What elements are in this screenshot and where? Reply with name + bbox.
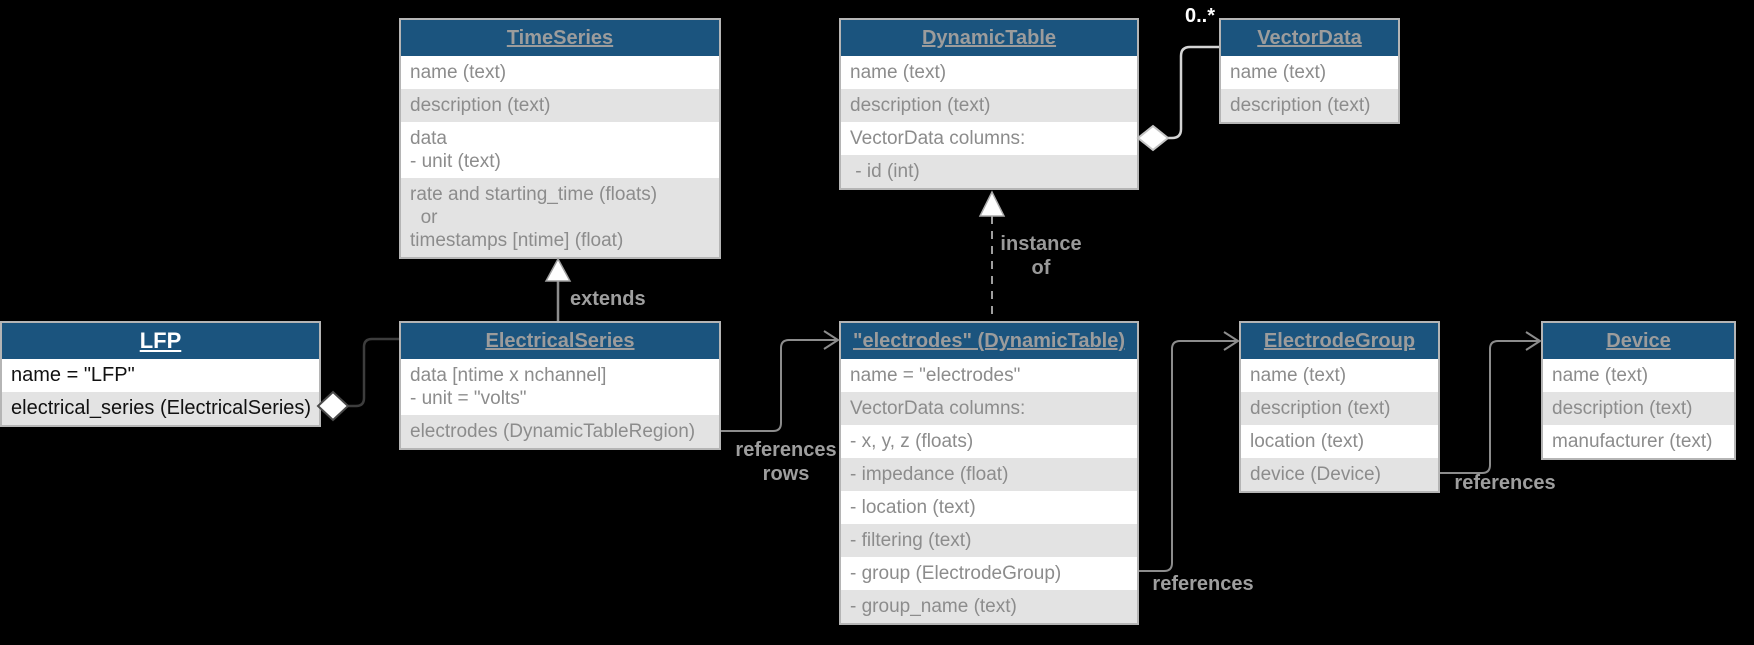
dynamictable-title: DynamicTable [841,20,1137,56]
electrodegroup-attribute-row: device (Device) [1241,458,1438,491]
open-arrow-icon [823,330,840,350]
electrodes-attribute-row: - filtering (text) [841,524,1137,557]
electrodegroup-attribute-row: description (text) [1241,392,1438,425]
electrodegroup-attribute-row: location (text) [1241,425,1438,458]
references-rows-label: references rows [731,438,841,486]
device-attribute-row: manufacturer (text) [1543,425,1734,458]
vectordata-title: VectorData [1221,20,1398,56]
electricalseries-attribute-row: electrodes (DynamicTableRegion) [401,415,719,448]
vectordata-attribute-row: name (text) [1221,56,1398,89]
electricalseries-attribute-row: data [ntime x nchannel] - unit = "volts" [401,359,719,415]
electrodes-attribute-row: VectorData columns: [841,392,1137,425]
references-rows-label-line2: rows [762,463,810,485]
instance-box-electrodes: "electrodes" (DynamicTable)name = "elect… [839,321,1139,625]
instance-of-label: instance of [991,232,1091,280]
electrodes-title: "electrodes" (DynamicTable) [841,323,1137,359]
instance-of-label-line2: of [1031,257,1051,279]
dynamictable-attribute-row: VectorData columns: [841,122,1137,155]
dynamictable-attribute-row: name (text) [841,56,1137,89]
lfp-attribute-row: name = "LFP" [2,359,319,392]
references-rows-label-line1: references [735,439,837,461]
dynamictable-attribute-row: description (text) [841,89,1137,122]
lfp-attribute-row: electrical_series (ElectricalSeries) [2,392,319,425]
device-attribute-row: name (text) [1543,359,1734,392]
dynamictable-attribute-row: - id (int) [841,155,1137,188]
references-group-connector [1139,331,1240,572]
references-device-label: references [1454,472,1556,494]
timeseries-attribute-row: name (text) [401,56,719,89]
electrodes-attribute-row: - impedance (float) [841,458,1137,491]
electrodes-attribute-row: - x, y, z (floats) [841,425,1137,458]
aggregation-diamond-icon [1136,124,1170,152]
timeseries-attribute-row: description (text) [401,89,719,122]
electrodes-attribute-row: - location (text) [841,491,1137,524]
dynamictable-vectordata-connector [1136,45,1219,152]
electrodes-attribute-row: - group (ElectrodeGroup) [841,557,1137,590]
references-group-label: references [1152,573,1254,595]
hollow-triangle-arrow-icon [978,190,1006,217]
device-title: Device [1543,323,1734,359]
vectordata-attribute-row: description (text) [1221,89,1398,122]
open-arrow-icon [1223,331,1240,351]
extends-connector [544,257,572,321]
timeseries-title: TimeSeries [401,20,719,56]
references-device-connector [1440,331,1542,474]
aggregation-diamond-icon [316,390,350,422]
device-attribute-row: description (text) [1543,392,1734,425]
electricalseries-title: ElectricalSeries [401,323,719,359]
electrodegroup-title: ElectrodeGroup [1241,323,1438,359]
instance-of-label-line1: instance [1000,233,1082,255]
open-arrow-icon [1525,331,1542,351]
timeseries-attribute-row: rate and starting_time (floats) or times… [401,178,719,257]
references-rows-connector [721,330,840,432]
lfp-electricalseries-connector [316,337,399,422]
hollow-triangle-arrow-icon [544,257,572,282]
timeseries-attribute-row: data - unit (text) [401,122,719,178]
multiplicity-label: 0..* [1184,5,1216,27]
electrodes-attribute-row: - group_name (text) [841,590,1137,623]
lfp-title: LFP [2,323,319,359]
electrodegroup-attribute-row: name (text) [1241,359,1438,392]
electrodes-attribute-row: name = "electrodes" [841,359,1137,392]
extends-label: extends [570,288,646,310]
